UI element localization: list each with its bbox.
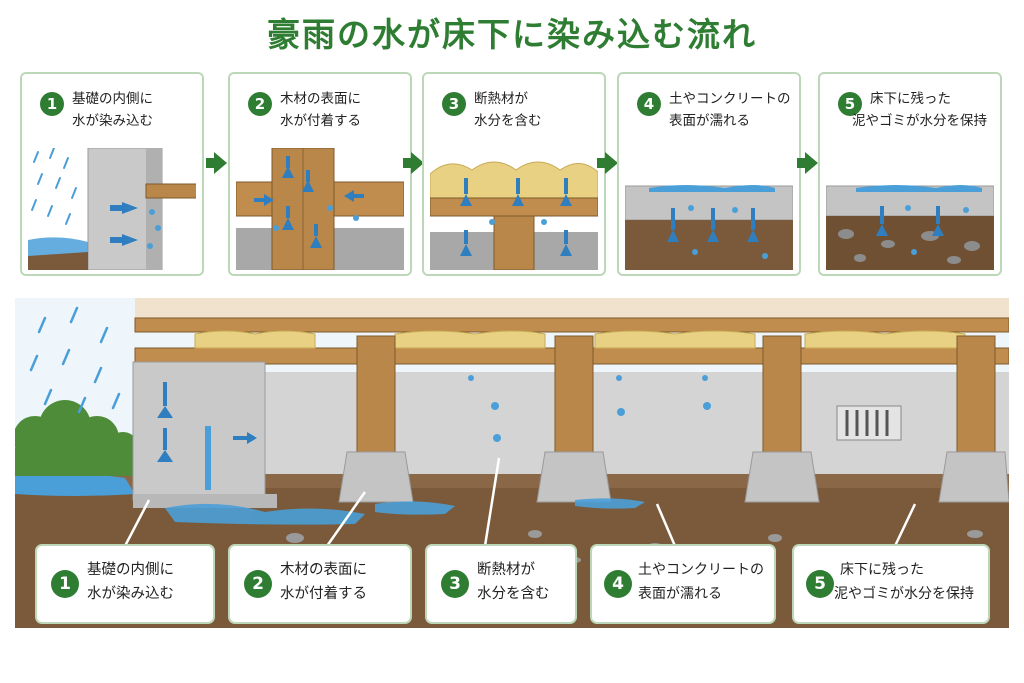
step-text-line2: 泥やゴミが水分を保持	[852, 113, 987, 129]
flow-arrow-icon	[597, 152, 618, 174]
callout-3: 3 断熱材が 水分を含む	[425, 544, 577, 624]
callout-1: 1 基礎の内側に 水が染み込む	[35, 544, 215, 624]
step-panel-3: 3 断熱材が 水分を含む	[422, 72, 606, 276]
vent-icon	[845, 410, 889, 436]
step-panel-2: 2 木材の表面に 水が付着する	[228, 72, 412, 276]
callout-text-line2: 水が付着する	[280, 586, 367, 602]
callout-badge: 4	[604, 570, 632, 598]
callout-badge: 1	[51, 570, 79, 598]
callout-text-line1: 基礎の内側に	[87, 562, 174, 578]
callout-badge: 2	[244, 570, 272, 598]
step-panel-4: 4 土やコンクリートの 表面が濡れる	[617, 72, 801, 276]
step-badge: 4	[637, 92, 661, 116]
wood-wetting-illustration	[236, 148, 404, 270]
callout-badge: 5	[806, 570, 834, 598]
step-badge: 5	[838, 92, 862, 116]
step-text-line1: 土やコンクリートの	[669, 91, 791, 107]
step-text-line1: 基礎の内側に	[72, 91, 153, 107]
insulation-absorb-illustration	[430, 161, 598, 270]
callout-text-line2: 水が染み込む	[87, 586, 174, 602]
flow-arrow-icon	[797, 152, 818, 174]
callout-4: 4 土やコンクリートの 表面が濡れる	[590, 544, 776, 624]
step-badge: 3	[442, 92, 466, 116]
mud-debris-illustration	[826, 185, 994, 270]
step-text-line2: 水が染み込む	[72, 113, 153, 129]
step-text-line1: 床下に残った	[870, 91, 951, 107]
step-text-line1: 木材の表面に	[280, 91, 361, 107]
step-badge: 1	[40, 92, 64, 116]
foundation-seep-illustration	[28, 148, 196, 270]
callout-text-line2: 水分を含む	[477, 586, 550, 602]
step-panel-1: 1 基礎の内側に 水が染み込む	[20, 72, 204, 276]
callout-text-line1: 床下に残った	[840, 562, 924, 578]
flow-arrow-icon	[403, 152, 424, 174]
step-panel-5: 5 床下に残った 泥やゴミが水分を保持	[818, 72, 1002, 276]
rain-icon	[29, 306, 121, 414]
soil-concrete-wet-illustration	[625, 185, 793, 270]
callout-2: 2 木材の表面に 水が付着する	[228, 544, 412, 624]
step-text-line2: 表面が濡れる	[669, 113, 750, 129]
callout-5: 5 床下に残った 泥やゴミが水分を保持	[792, 544, 990, 624]
callout-text-line2: 表面が濡れる	[638, 586, 722, 602]
callout-text-line1: 土やコンクリートの	[638, 562, 764, 578]
step-text-line2: 水分を含む	[474, 113, 542, 129]
flow-arrow-icon	[206, 152, 227, 174]
callout-badge: 3	[441, 570, 469, 598]
step-badge: 2	[248, 92, 272, 116]
callout-text-line1: 断熱材が	[477, 562, 535, 578]
page-title: 豪雨の水が床下に染み込む流れ	[267, 15, 757, 54]
callout-text-line1: 木材の表面に	[280, 562, 367, 578]
callout-text-line2: 泥やゴミが水分を保持	[834, 586, 974, 602]
step-text-line1: 断熱材が	[474, 91, 528, 107]
step-text-line2: 水が付着する	[280, 113, 361, 129]
